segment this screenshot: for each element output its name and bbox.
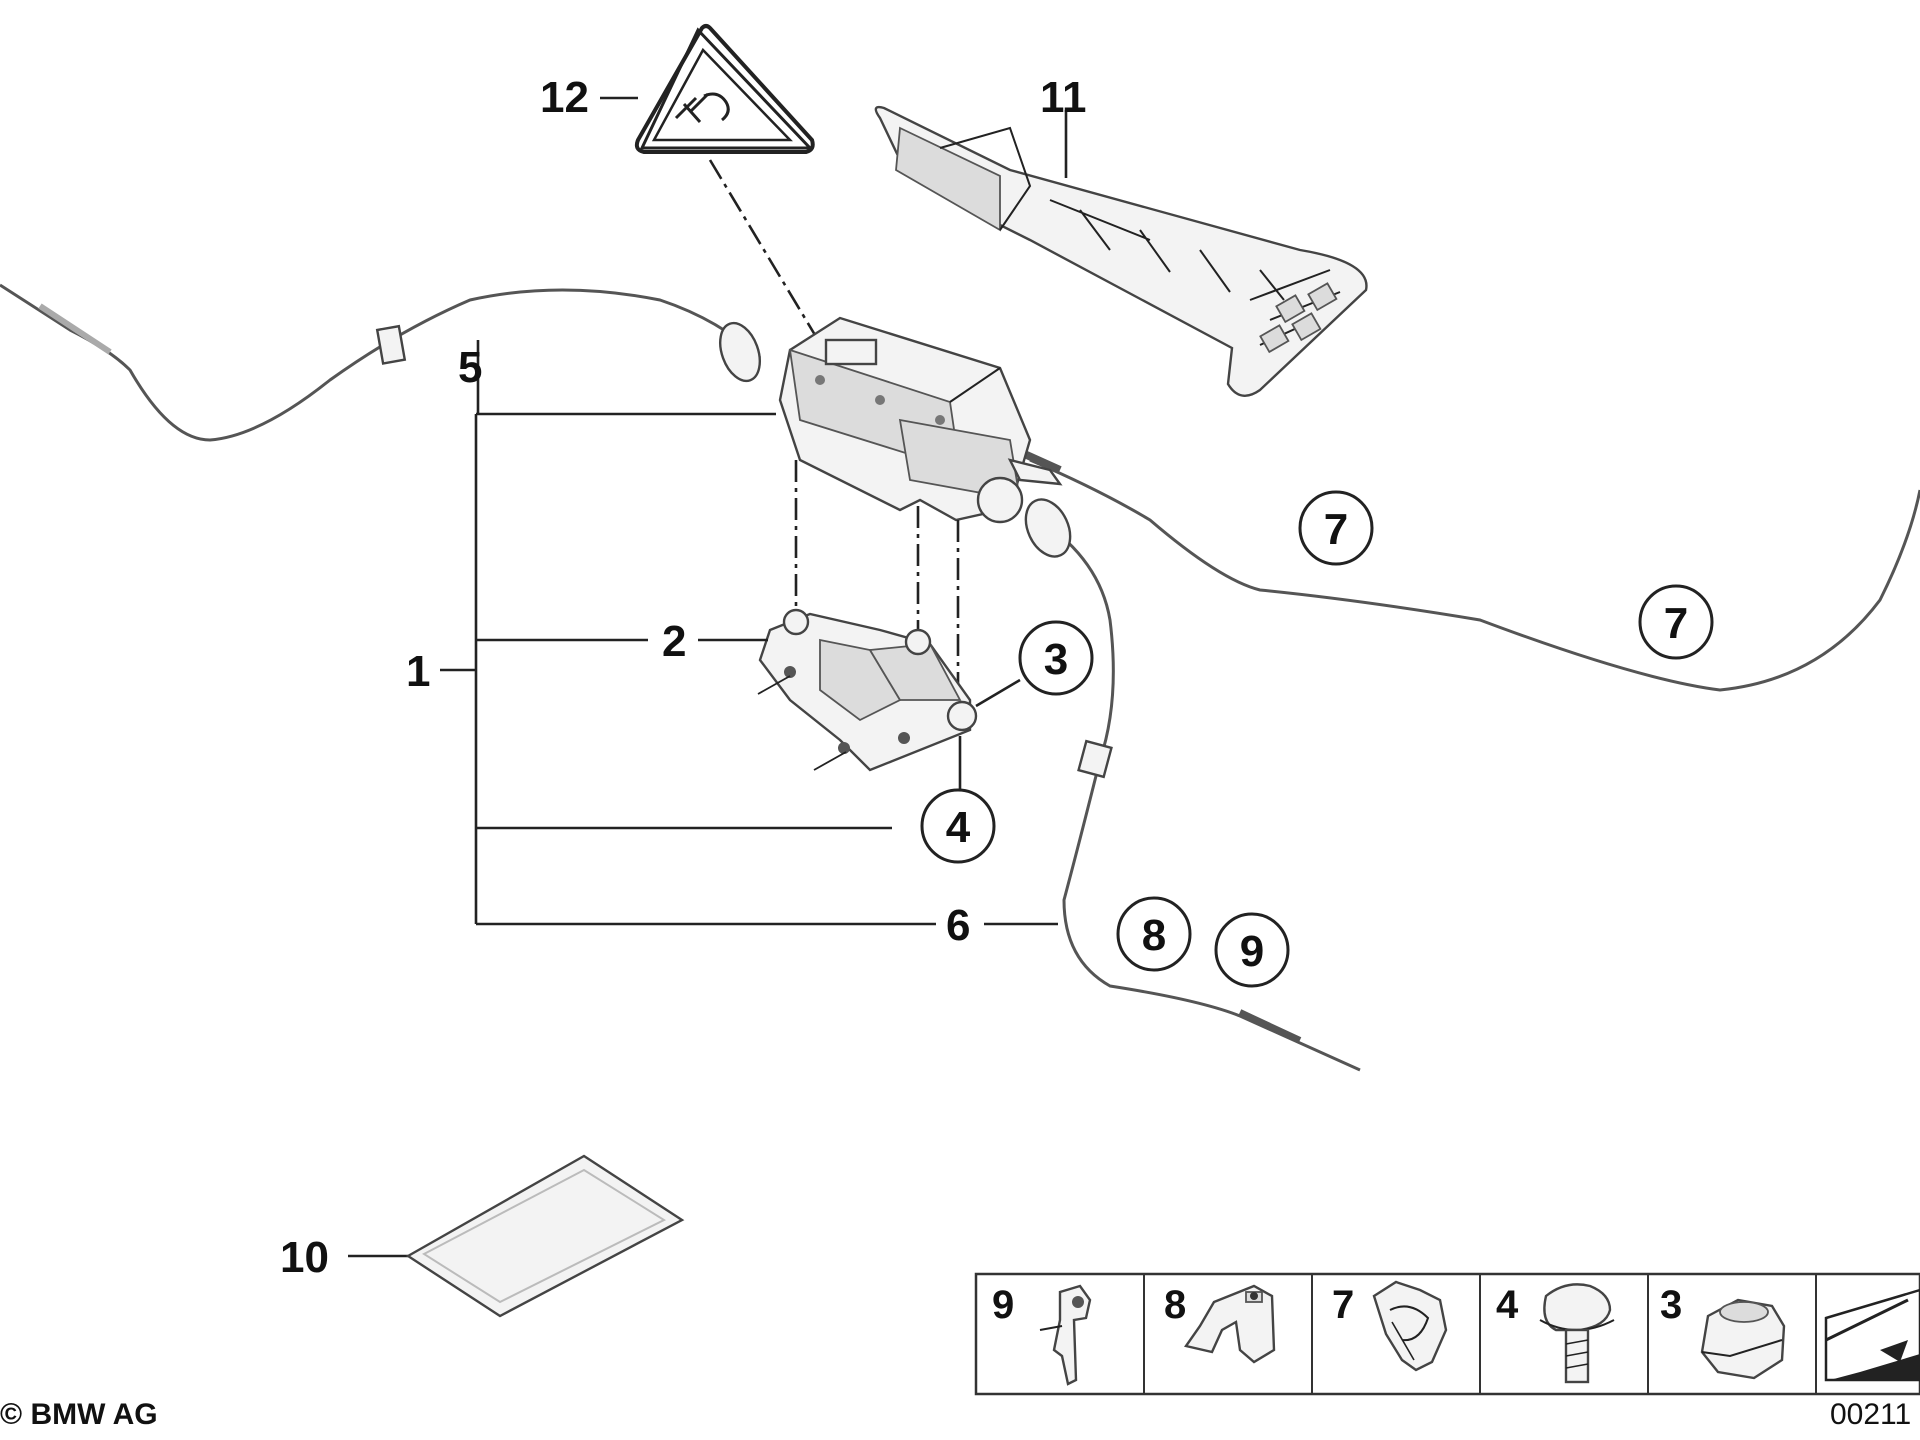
label-4: 4	[946, 803, 971, 852]
table-cell-8: 8	[1164, 1283, 1186, 1327]
label-3: 3	[1044, 635, 1068, 684]
label-7b: 7	[1664, 599, 1688, 648]
bracket-part	[757, 608, 978, 772]
table-cell-4: 4	[1496, 1283, 1519, 1327]
label-7a: 7	[1324, 505, 1348, 554]
table-cell-7: 7	[1332, 1283, 1354, 1327]
warning-triangle-icon	[634, 24, 815, 154]
label-2: 2	[662, 617, 686, 666]
table-cell-3: 3	[1660, 1283, 1682, 1327]
label-8: 8	[1142, 911, 1166, 960]
table-cell-9: 9	[992, 1283, 1014, 1327]
actuator-part	[778, 316, 1063, 524]
label-1: 1	[406, 647, 430, 696]
cable-down	[1039, 518, 1361, 1072]
parts-table: 9 8 7 4 3	[974, 1272, 1920, 1396]
label-9: 9	[1240, 927, 1264, 976]
label-10: 10	[280, 1233, 329, 1282]
label-12: 12	[540, 73, 589, 122]
arrow-ramp-icon	[1824, 1288, 1920, 1382]
cable-left	[0, 283, 762, 442]
cable-clip-icon	[1372, 1280, 1448, 1372]
copyright-text: © BMW AG	[0, 1398, 158, 1431]
grease-packet-part	[405, 1154, 685, 1318]
nut-icon	[1700, 1298, 1786, 1380]
clamp-icon	[1183, 1284, 1276, 1364]
handle-part	[874, 105, 1368, 397]
bolt-icon	[1539, 1283, 1615, 1384]
diagram-number: 00211	[1830, 1398, 1911, 1431]
cable-right	[1029, 458, 1920, 692]
label-11: 11	[1040, 73, 1087, 122]
label-6: 6	[946, 901, 970, 950]
label-5: 5	[458, 343, 482, 392]
pin-clip-icon	[1039, 1284, 1092, 1386]
